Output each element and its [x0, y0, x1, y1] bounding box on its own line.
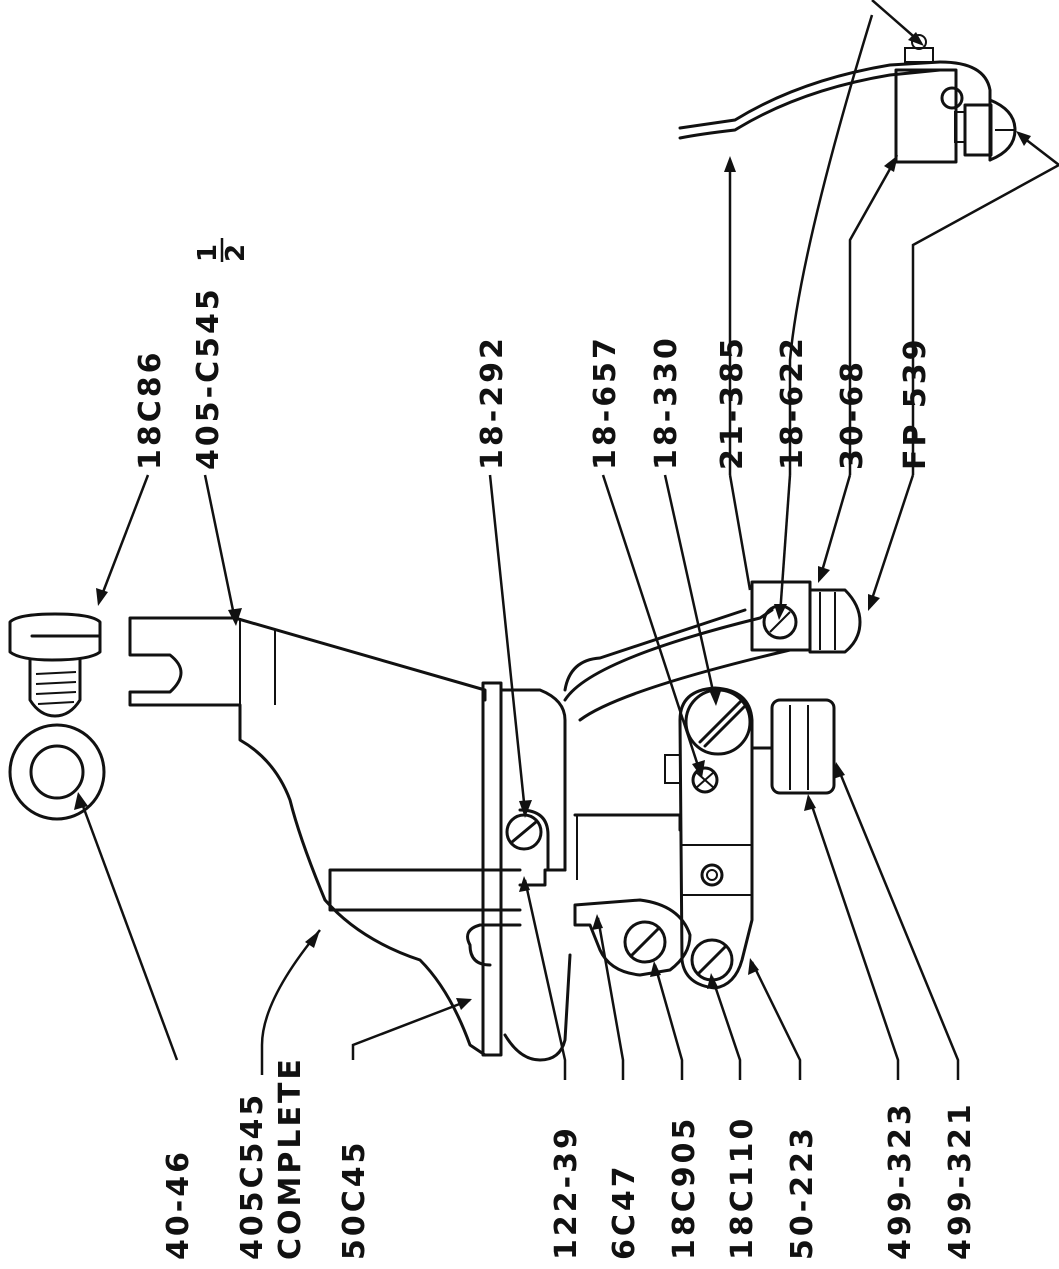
screw-18-292-part [505, 808, 557, 872]
callout-18c905: 18C905 [667, 1116, 702, 1260]
callout-18-657: 18-657 [588, 335, 623, 470]
callout-405c545: 405C545 [235, 1092, 270, 1260]
callout-405-c545: 405-C545 [191, 286, 226, 470]
roller-499-part [750, 698, 836, 795]
callout-499-321: 499-321 [943, 1101, 978, 1260]
screw-18c86-part [8, 612, 102, 718]
callout-18c110: 18C110 [725, 1116, 760, 1260]
callout-21-385: 21-385 [715, 335, 750, 470]
spring-21-385-part [563, 608, 792, 722]
callout-122-39: 122-39 [549, 1125, 584, 1260]
callout-18-292: 18-292 [475, 335, 510, 470]
callout-50c45: 50C45 [337, 1139, 372, 1260]
callout-half-numerator: 1 [193, 241, 223, 262]
screw-18c110-part [690, 938, 734, 982]
clamp-30-68-part [750, 580, 862, 654]
arm-50-223-part [664, 686, 754, 990]
bracket-405c545-part [128, 616, 572, 1062]
leader-lines [74, 0, 1059, 1080]
callout-18-330: 18-330 [649, 335, 684, 470]
callout-half-denominator: 2 [221, 241, 251, 262]
screw-18-657-part [691, 766, 719, 794]
callout-40-46: 40-46 [161, 1149, 196, 1260]
callout-50-223: 50-223 [785, 1125, 820, 1260]
callout-fp539: FP 539 [898, 336, 933, 470]
callout-18-622: 18-622 [775, 335, 810, 470]
washer-part [8, 723, 106, 821]
callout-labels-top: 18C86 405-C545 1 2 18-292 18-657 18-330 … [133, 238, 933, 470]
callout-499-323: 499-323 [883, 1101, 918, 1260]
detail-view-part [678, 34, 1017, 164]
callout-6c47: 6C47 [607, 1163, 642, 1260]
callout-30-68: 30-68 [835, 359, 870, 470]
callout-18c86: 18C86 [133, 349, 168, 470]
plate-50c45-part [481, 681, 503, 1057]
callout-complete: COMPLETE [273, 1056, 308, 1260]
callout-labels-bottom: 40-46 405C545 COMPLETE 50C45 122-39 6C47… [161, 1056, 978, 1260]
lever-6c47-part [573, 898, 692, 977]
